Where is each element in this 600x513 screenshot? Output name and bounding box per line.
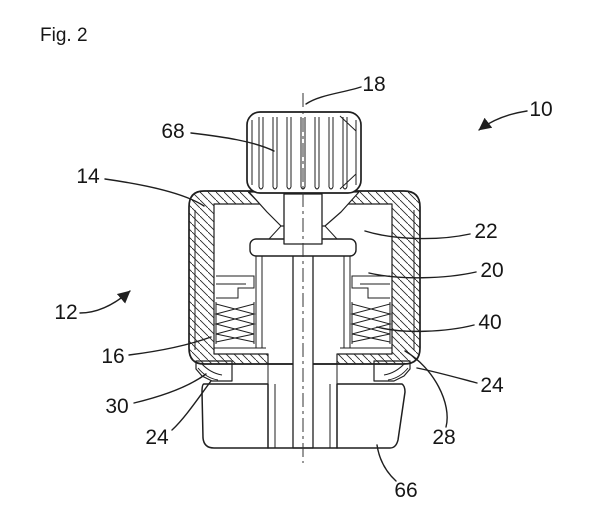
seal-flange-right (373, 360, 411, 382)
leader-66 (376, 444, 397, 482)
leader-24-right (416, 367, 478, 384)
ref-label-30: 30 (105, 395, 128, 418)
leader-18 (305, 86, 362, 105)
leader-arrow-12 (79, 290, 131, 314)
ref-label-66: 66 (394, 479, 417, 502)
ref-label-68: 68 (161, 120, 184, 143)
leader-22 (364, 230, 471, 240)
leader-40 (376, 324, 475, 333)
leader-arrow-10 (478, 110, 528, 131)
ref-label-20: 20 (480, 259, 503, 282)
spring-left (214, 302, 256, 344)
inner-guide-sleeve (214, 253, 392, 349)
ref-label-28: 28 (432, 426, 455, 449)
spring-right (350, 302, 392, 344)
leader-30 (133, 373, 207, 404)
leader-16 (128, 336, 212, 356)
leader-28 (404, 350, 448, 428)
body-shell (188, 190, 421, 365)
valve-cross-section-drawing (188, 93, 421, 463)
seal-flange-left (195, 360, 233, 382)
ref-label-18: 18 (362, 73, 385, 96)
leader-68 (190, 132, 275, 152)
ref-label-12: 12 (54, 301, 77, 324)
ref-label-40: 40 (478, 311, 501, 334)
leader-lines (79, 86, 528, 482)
ref-label-22: 22 (474, 220, 497, 243)
cap-ribbed-knob (246, 111, 362, 194)
spring-retainer-brackets (216, 275, 390, 299)
ref-label-10: 10 (529, 98, 552, 121)
leader-20 (368, 271, 477, 279)
leader-14 (104, 178, 205, 207)
ref-label-24-left: 24 (145, 426, 169, 449)
figure-title: Fig. 2 (40, 25, 88, 46)
leader-24-left (171, 380, 212, 431)
ref-label-14: 14 (76, 165, 100, 188)
ref-label-24-right: 24 (480, 374, 504, 397)
reference-labels: Fig. 2 18 68 10 14 22 20 12 40 16 30 24 … (40, 25, 553, 502)
ref-label-16: 16 (101, 345, 124, 368)
